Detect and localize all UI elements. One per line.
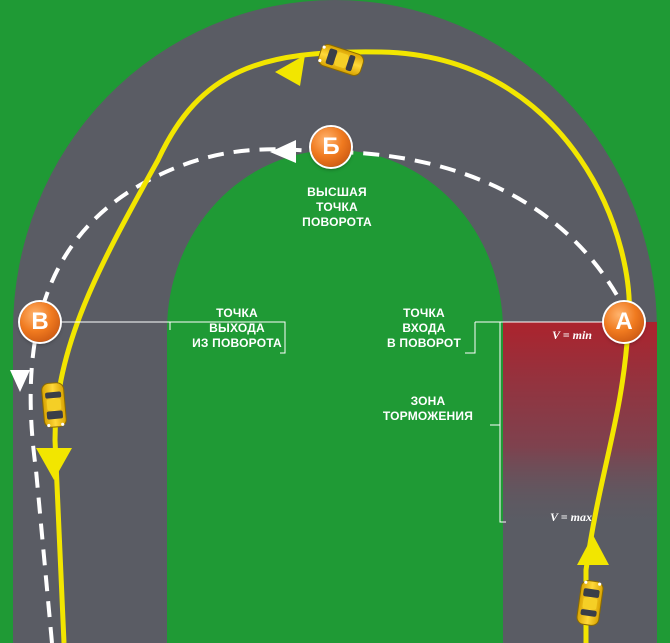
apex-point-marker: Б (311, 127, 351, 167)
entry-point-label: ТОЧКА ВХОДА В ПОВОРОТ (374, 306, 474, 351)
entry-point-marker: А (604, 302, 644, 342)
apex-label: ВЫСШАЯ ТОЧКА ПОВОРОТА (287, 185, 387, 230)
road-surface (13, 0, 657, 643)
entry-point-label-line-2: ВХОДА (402, 321, 446, 335)
dashed-guide-line (28, 147, 632, 643)
car-icon (40, 381, 68, 429)
braking-zone-label: ЗОНА ТОРМОЖЕНИЯ (370, 394, 486, 424)
leader-line-exit-label (170, 321, 286, 354)
arrow-icon (577, 535, 609, 565)
speed-min-label: V = min (552, 328, 592, 342)
entry-point-label-line-3: В ПОВОРОТ (387, 336, 461, 350)
braking-zone (503, 322, 657, 530)
braking-zone-label-line-2: ТОРМОЖЕНИЯ (382, 409, 474, 423)
exit-point-label-line-3: ИЗ ПОВОРОТА (192, 336, 282, 350)
leader-line-entry-label (465, 322, 476, 354)
arrow-icon (275, 55, 305, 86)
arrow-icon (270, 140, 296, 163)
apex-label-line-2: ТОЧКА (316, 200, 358, 214)
leader-line-braking (499, 322, 506, 523)
racing-line (52, 49, 632, 643)
exit-point-marker: В (20, 302, 60, 342)
braking-zone-label-line-1: ЗОНА (410, 394, 446, 408)
exit-point-label-line-2: ВЫХОДА (209, 321, 265, 335)
arrow-icon (10, 370, 30, 392)
apex-label-line-1: ВЫСШАЯ (307, 185, 367, 199)
entry-point-label-line-1: ТОЧКА (403, 306, 445, 320)
speed-max-label: V = max (550, 510, 592, 524)
exit-point-label-line-1: ТОЧКА (216, 306, 258, 320)
arrow-icon (36, 448, 72, 480)
apex-label-line-3: ПОВОРОТА (302, 215, 372, 229)
exit-point-label: ТОЧКА ВЫХОДА ИЗ ПОВОРОТА (177, 306, 297, 351)
